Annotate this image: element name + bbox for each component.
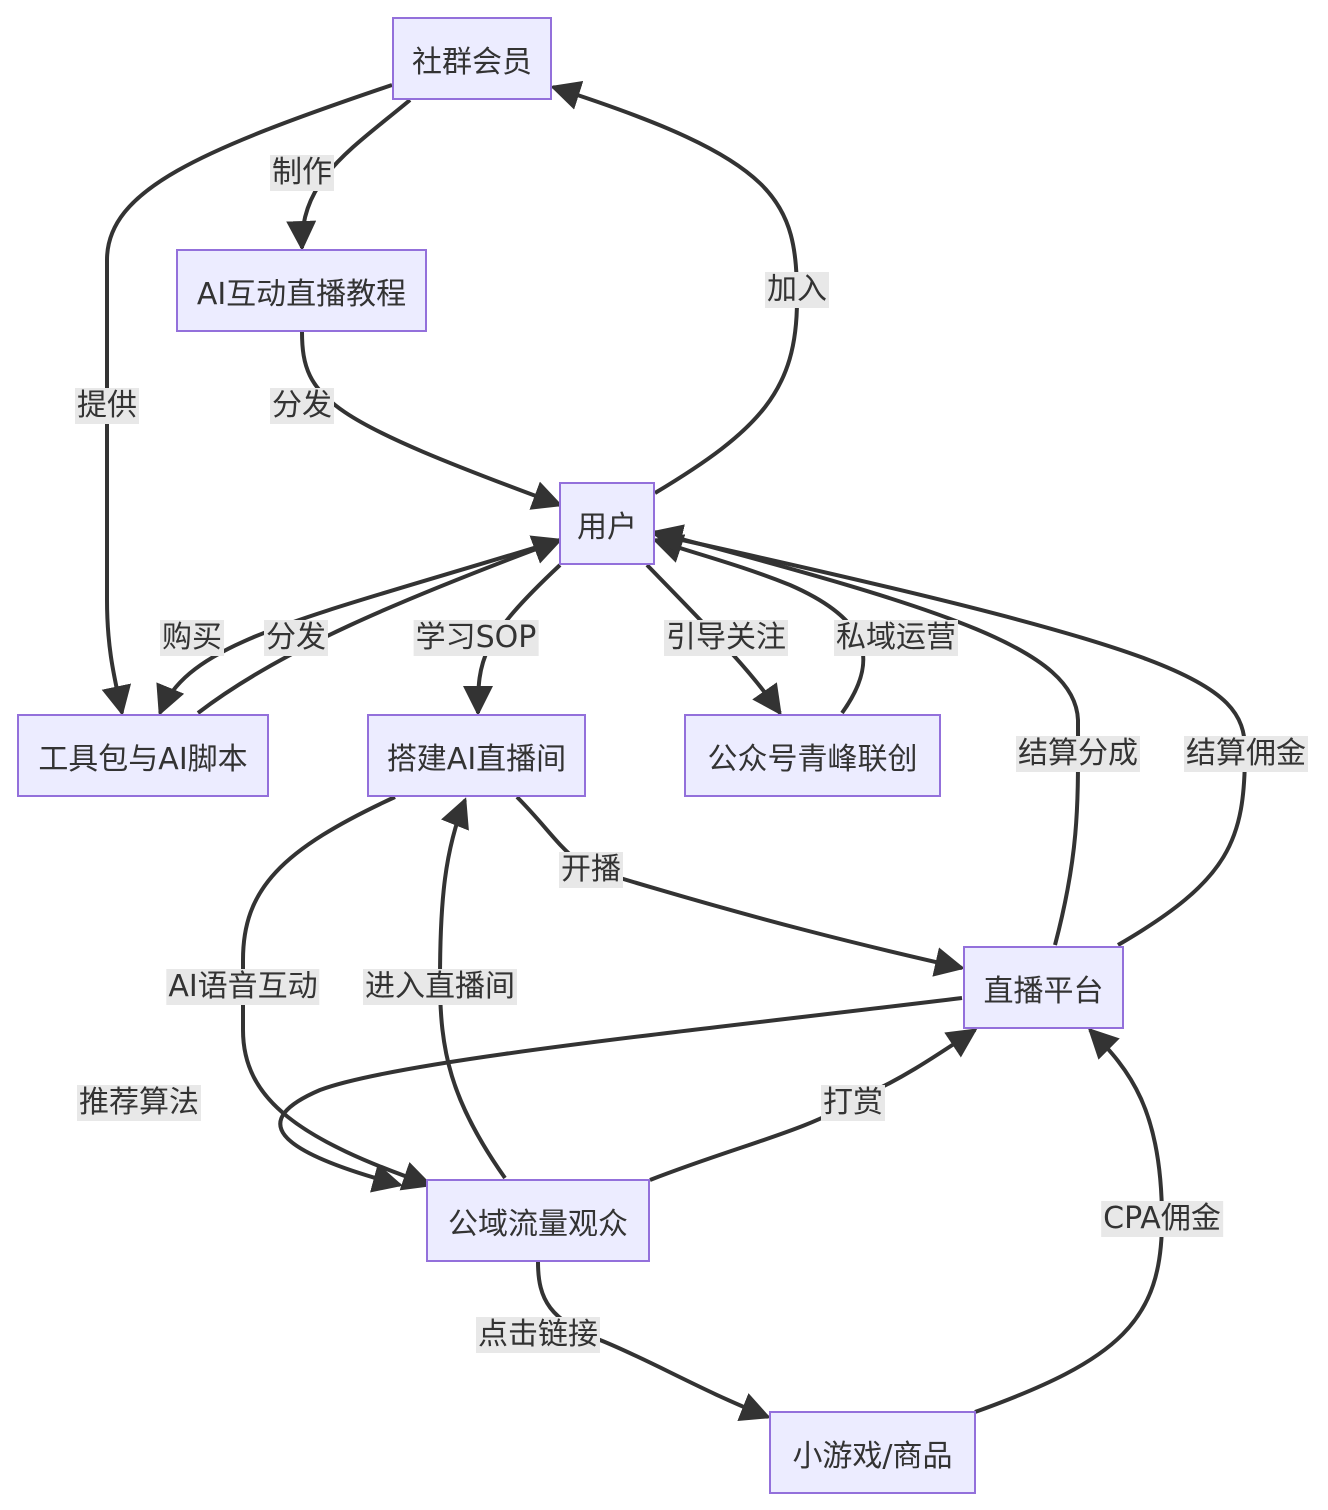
label-settle-comm: 结算佣金 [1184, 736, 1308, 772]
label-recommend: 推荐算法 [77, 1085, 201, 1121]
node-audience: 公域流量观众 [426, 1179, 650, 1262]
edge-recommend [278, 996, 963, 1193]
node-official: 公众号青峰联创 [684, 714, 941, 797]
node-platform: 直播平台 [963, 946, 1124, 1029]
edge-distribute-toolkit [196, 535, 563, 715]
label-click: 点击链接 [476, 1317, 600, 1353]
label-cpa: CPA佣金 [1101, 1201, 1223, 1237]
label-distribute-toolkit: 分发 [264, 620, 328, 656]
label-provide: 提供 [75, 388, 139, 424]
edge-settle-comm [652, 525, 1248, 947]
node-user: 用户 [559, 482, 655, 565]
node-tutorial: AI互动直播教程 [176, 249, 427, 332]
label-enter: 进入直播间 [363, 969, 517, 1005]
label-tip: 打赏 [821, 1085, 885, 1121]
label-make: 制作 [270, 155, 334, 191]
edge-private [652, 534, 866, 715]
label-private: 私域运营 [834, 620, 958, 656]
label-guide: 引导关注 [664, 620, 788, 656]
edge-live [515, 795, 965, 977]
label-live: 开播 [559, 852, 623, 888]
label-settle-share: 结算分成 [1016, 736, 1140, 772]
label-join: 加入 [765, 272, 829, 308]
label-learn: 学习SOP [413, 620, 539, 656]
edge-provide [101, 83, 393, 716]
node-games: 小游戏/商品 [769, 1411, 976, 1494]
edge-settle-share [652, 524, 1081, 946]
node-community: 社群会员 [392, 17, 552, 100]
node-toolkit: 工具包与AI脚本 [17, 714, 269, 797]
edge-distribute-tutorial [300, 331, 563, 510]
label-distribute-tutorial: 分发 [270, 388, 334, 424]
edge-voice [241, 795, 433, 1191]
edge-tip [649, 1028, 978, 1182]
node-setup: 搭建AI直播间 [367, 714, 586, 797]
label-voice: AI语音互动 [166, 969, 320, 1005]
label-buy: 购买 [160, 620, 224, 656]
edge-join [550, 80, 800, 495]
edge-click [536, 1261, 771, 1421]
